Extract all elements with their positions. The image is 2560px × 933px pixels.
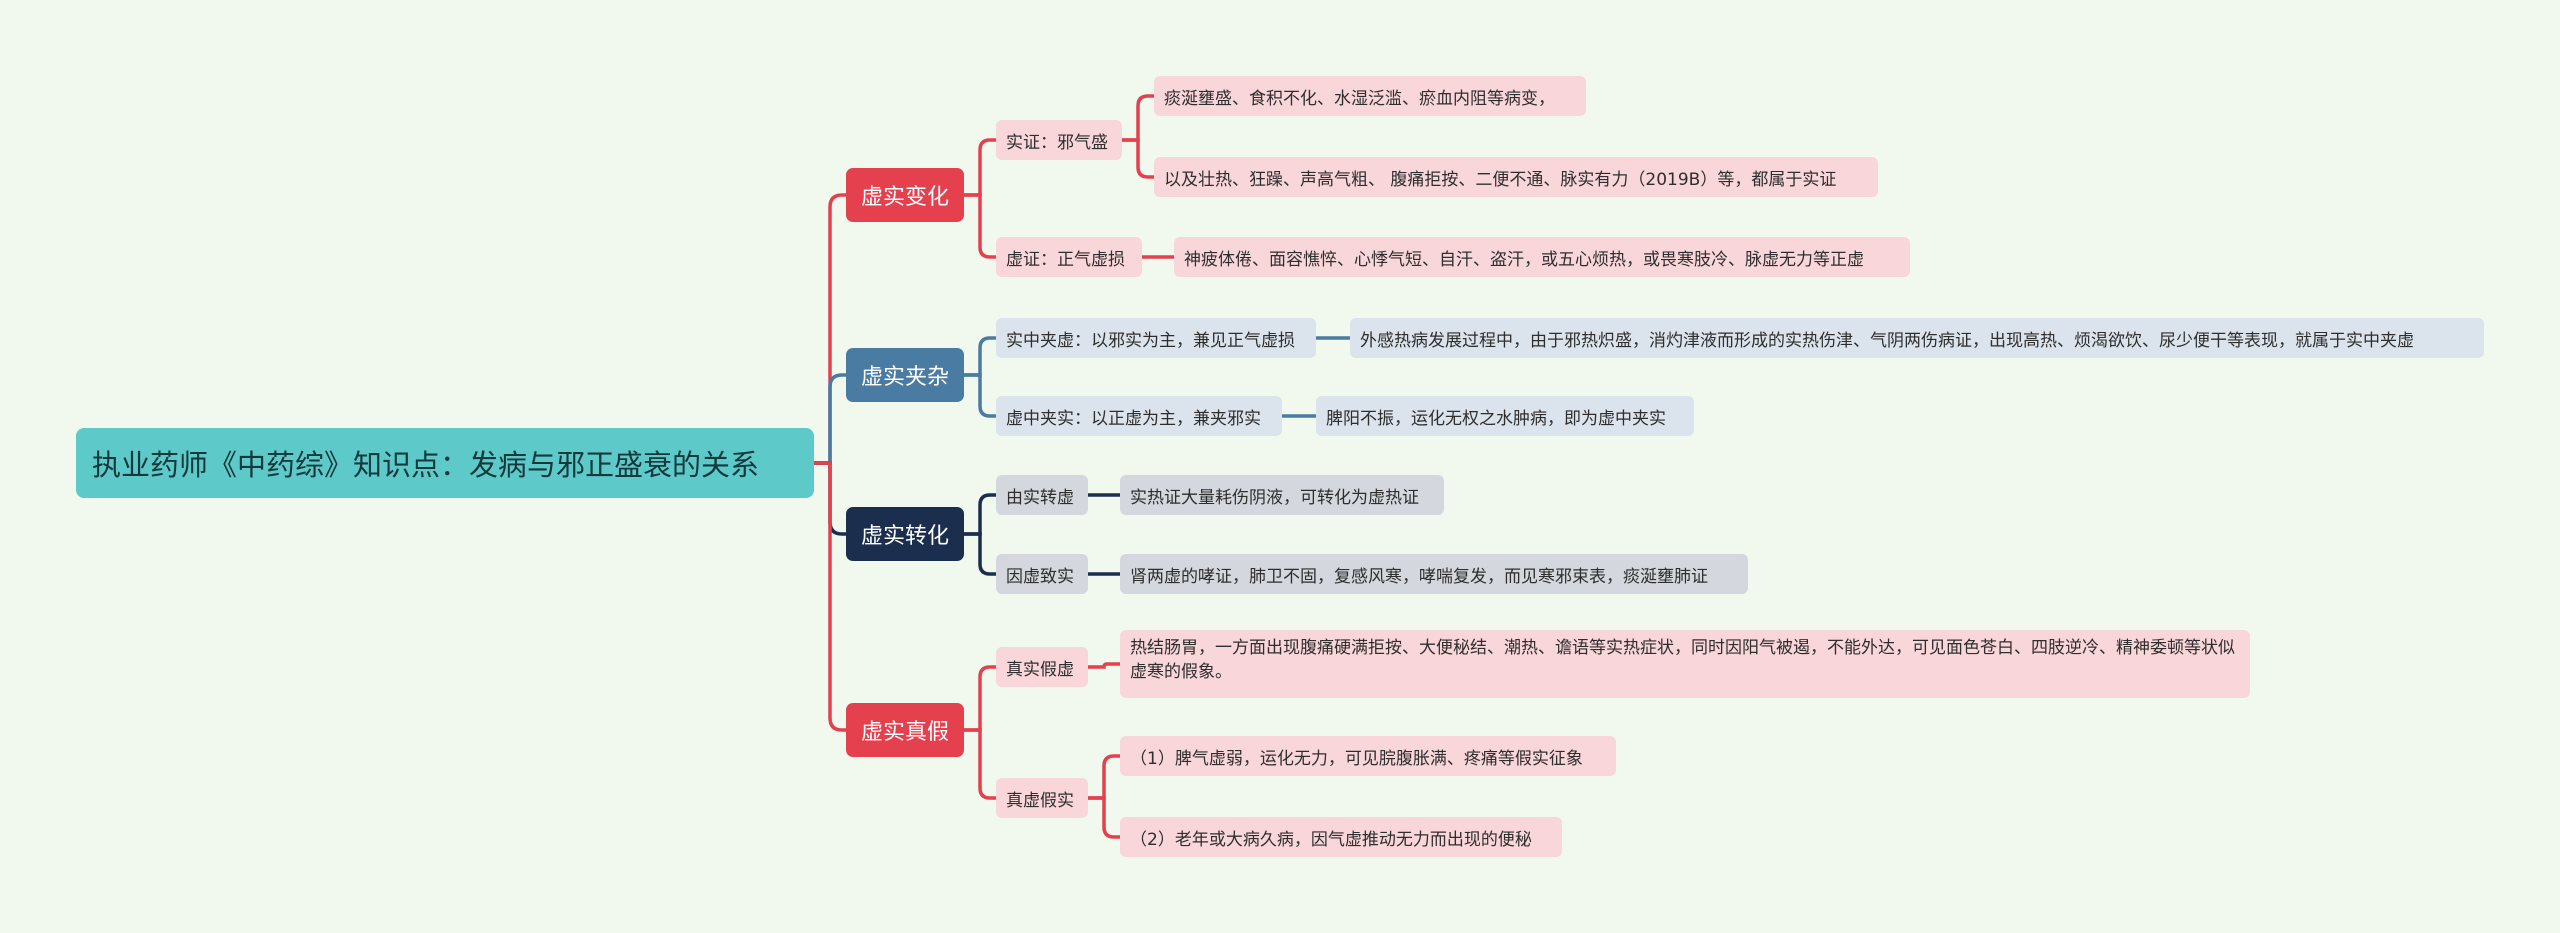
detail-xuzhong-jiashi[interactable]: 脾阳不振，运化无权之水肿病，即为虚中夹实 bbox=[1316, 396, 1694, 436]
detail-xuzheng[interactable]: 神疲体倦、面容憔悴、心悸气短、自汗、盗汗，或五心烦热，或畏寒肢冷、脉虚无力等正虚 bbox=[1174, 237, 1910, 277]
detail-shizhong-jiaxu[interactable]: 外感热病发展过程中，由于邪热炽盛，消灼津液而形成的实热伤津、气阴两伤病证，出现高… bbox=[1350, 318, 2484, 358]
subtopic-yinxu-zhishi[interactable]: 因虚致实 bbox=[996, 554, 1088, 594]
branch-xushi-zhenjia[interactable]: 虚实真假 bbox=[846, 703, 964, 757]
connector-sub-0-0-detail-1 bbox=[1120, 138, 1156, 179]
connector-branch-1-sub-0 bbox=[962, 336, 998, 377]
root-topic[interactable]: 执业药师《中药综》知识点：发病与邪正盛衰的关系 bbox=[76, 428, 814, 498]
connector-sub-0-0-detail-0 bbox=[1120, 94, 1156, 142]
connector-branch-2-sub-1 bbox=[962, 532, 998, 576]
connector-root-branch-0 bbox=[812, 193, 848, 465]
connector-branch-3-sub-1 bbox=[962, 728, 998, 800]
subtopic-xuzhong-jiashi[interactable]: 虚中夹实：以正虚为主，兼夹邪实 bbox=[996, 396, 1282, 436]
subtopic-zhenxu-jiashi[interactable]: 真虚假实 bbox=[996, 778, 1088, 818]
detail-zhenxu-jiashi-1[interactable]: （1）脾气虚弱，运化无力，可见脘腹胀满、疼痛等假实征象 bbox=[1120, 736, 1616, 776]
detail-yinxu-zhishi[interactable]: 肾两虚的哮证，肺卫不固，复感风寒，哮喘复发，而见寒邪束表，痰涎壅肺证 bbox=[1120, 554, 1748, 594]
connector-sub-3-1-detail-0 bbox=[1086, 754, 1122, 800]
branch-xushi-bianhua[interactable]: 虚实变化 bbox=[846, 168, 964, 222]
detail-zhenxu-jiashi-2[interactable]: （2）老年或大病久病，因气虚推动无力而出现的便秘 bbox=[1120, 817, 1562, 857]
detail-zhenshi-jiaxu[interactable]: 热结肠胃，一方面出现腹痛硬满拒按、大便秘结、潮热、谵语等实热症状，同时因阳气被遏… bbox=[1120, 630, 2250, 698]
subtopic-youshi-zhuanxu[interactable]: 由实转虚 bbox=[996, 475, 1088, 515]
connector-sub-3-0-detail-0 bbox=[1086, 662, 1122, 669]
branch-xushi-jiaza[interactable]: 虚实夹杂 bbox=[846, 348, 964, 402]
subtopic-shizheng[interactable]: 实证：邪气盛 bbox=[996, 120, 1122, 160]
connector-root-branch-1 bbox=[812, 373, 848, 465]
connector-branch-2-sub-0 bbox=[962, 493, 998, 536]
subtopic-zhenshi-jiaxu[interactable]: 真实假虚 bbox=[996, 647, 1088, 687]
connector-branch-3-sub-0 bbox=[962, 665, 998, 732]
connector-sub-3-1-detail-1 bbox=[1086, 796, 1122, 839]
detail-shizheng-1[interactable]: 痰涎壅盛、食积不化、水湿泛滥、瘀血内阻等病变， bbox=[1154, 76, 1586, 116]
subtopic-shizhong-jiaxu[interactable]: 实中夹虚：以邪实为主，兼见正气虚损 bbox=[996, 318, 1316, 358]
branch-xushi-zhuanhua[interactable]: 虚实转化 bbox=[846, 507, 964, 561]
connector-root-branch-3 bbox=[812, 461, 848, 732]
connector-branch-0-sub-0 bbox=[962, 138, 998, 197]
connector-branch-1-sub-1 bbox=[962, 373, 998, 418]
detail-youshi-zhuanxu[interactable]: 实热证大量耗伤阴液，可转化为虚热证 bbox=[1120, 475, 1444, 515]
detail-shizheng-2[interactable]: 以及壮热、狂躁、声高气粗、 腹痛拒按、二便不通、脉实有力（2019B）等，都属于… bbox=[1154, 157, 1878, 197]
subtopic-xuzheng[interactable]: 虚证：正气虚损 bbox=[996, 237, 1142, 277]
connector-branch-0-sub-1 bbox=[962, 193, 998, 259]
